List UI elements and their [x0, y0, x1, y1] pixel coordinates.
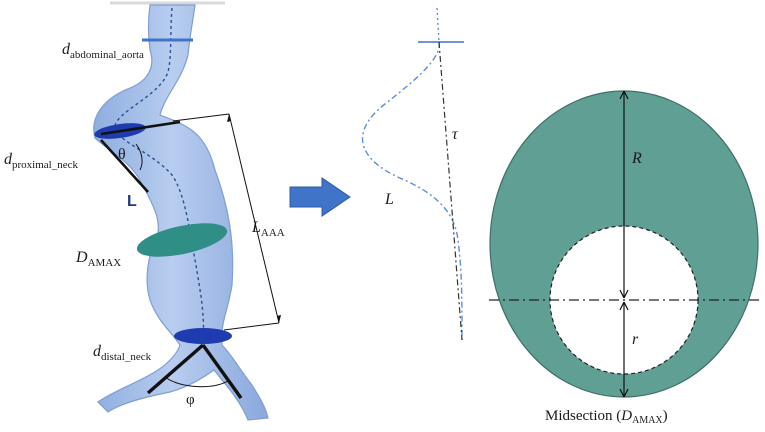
theta-ray-upper	[100, 120, 181, 136]
svg-text:LAAA: LAAA	[251, 219, 285, 239]
svg-text:ddistal_neck: ddistal_neck	[93, 343, 152, 363]
label-distal-neck: ddistal_neck	[93, 343, 152, 363]
caption-midsection: Midsection (DAMAX)	[545, 408, 668, 426]
profile-straight-line	[438, 41, 463, 341]
amax-disc	[136, 223, 228, 257]
svg-text:DAMAX: DAMAX	[75, 249, 121, 269]
centerline-profile	[361, 7, 464, 341]
cross-section	[489, 90, 759, 398]
vessel-model	[93, 1, 281, 421]
label-laaa: LAAA	[251, 219, 285, 239]
label-l-marker: L	[127, 193, 137, 210]
label-tau: τ	[452, 126, 459, 143]
theta-arc	[135, 143, 143, 171]
label-theta: θ	[118, 146, 126, 163]
phi-ray-left	[146, 343, 205, 395]
label-r-inner: r	[632, 331, 639, 348]
label-proximal-neck: dproximal_neck	[4, 151, 78, 171]
right-arrow-icon	[289, 177, 351, 217]
distal-neck-disc	[174, 328, 232, 344]
label-r-outer: R	[631, 150, 642, 167]
phi-ray-right	[201, 344, 243, 399]
svg-text:Midsection (DAMAX): Midsection (DAMAX)	[545, 408, 668, 426]
theta-ray-lower	[100, 139, 149, 193]
svg-text:dabdominal_aorta: dabdominal_aorta	[62, 41, 144, 61]
centerline	[114, 7, 205, 339]
phi-arc	[164, 376, 229, 388]
laaa-bracket	[172, 113, 281, 331]
profile-curve	[361, 41, 463, 341]
label-phi: φ	[186, 392, 195, 408]
svg-text:dproximal_neck: dproximal_neck	[4, 151, 78, 171]
label-l-profile: L	[384, 191, 394, 208]
label-damax: DAMAX	[75, 249, 121, 269]
label-abdominal-aorta: dabdominal_aorta	[62, 41, 144, 61]
